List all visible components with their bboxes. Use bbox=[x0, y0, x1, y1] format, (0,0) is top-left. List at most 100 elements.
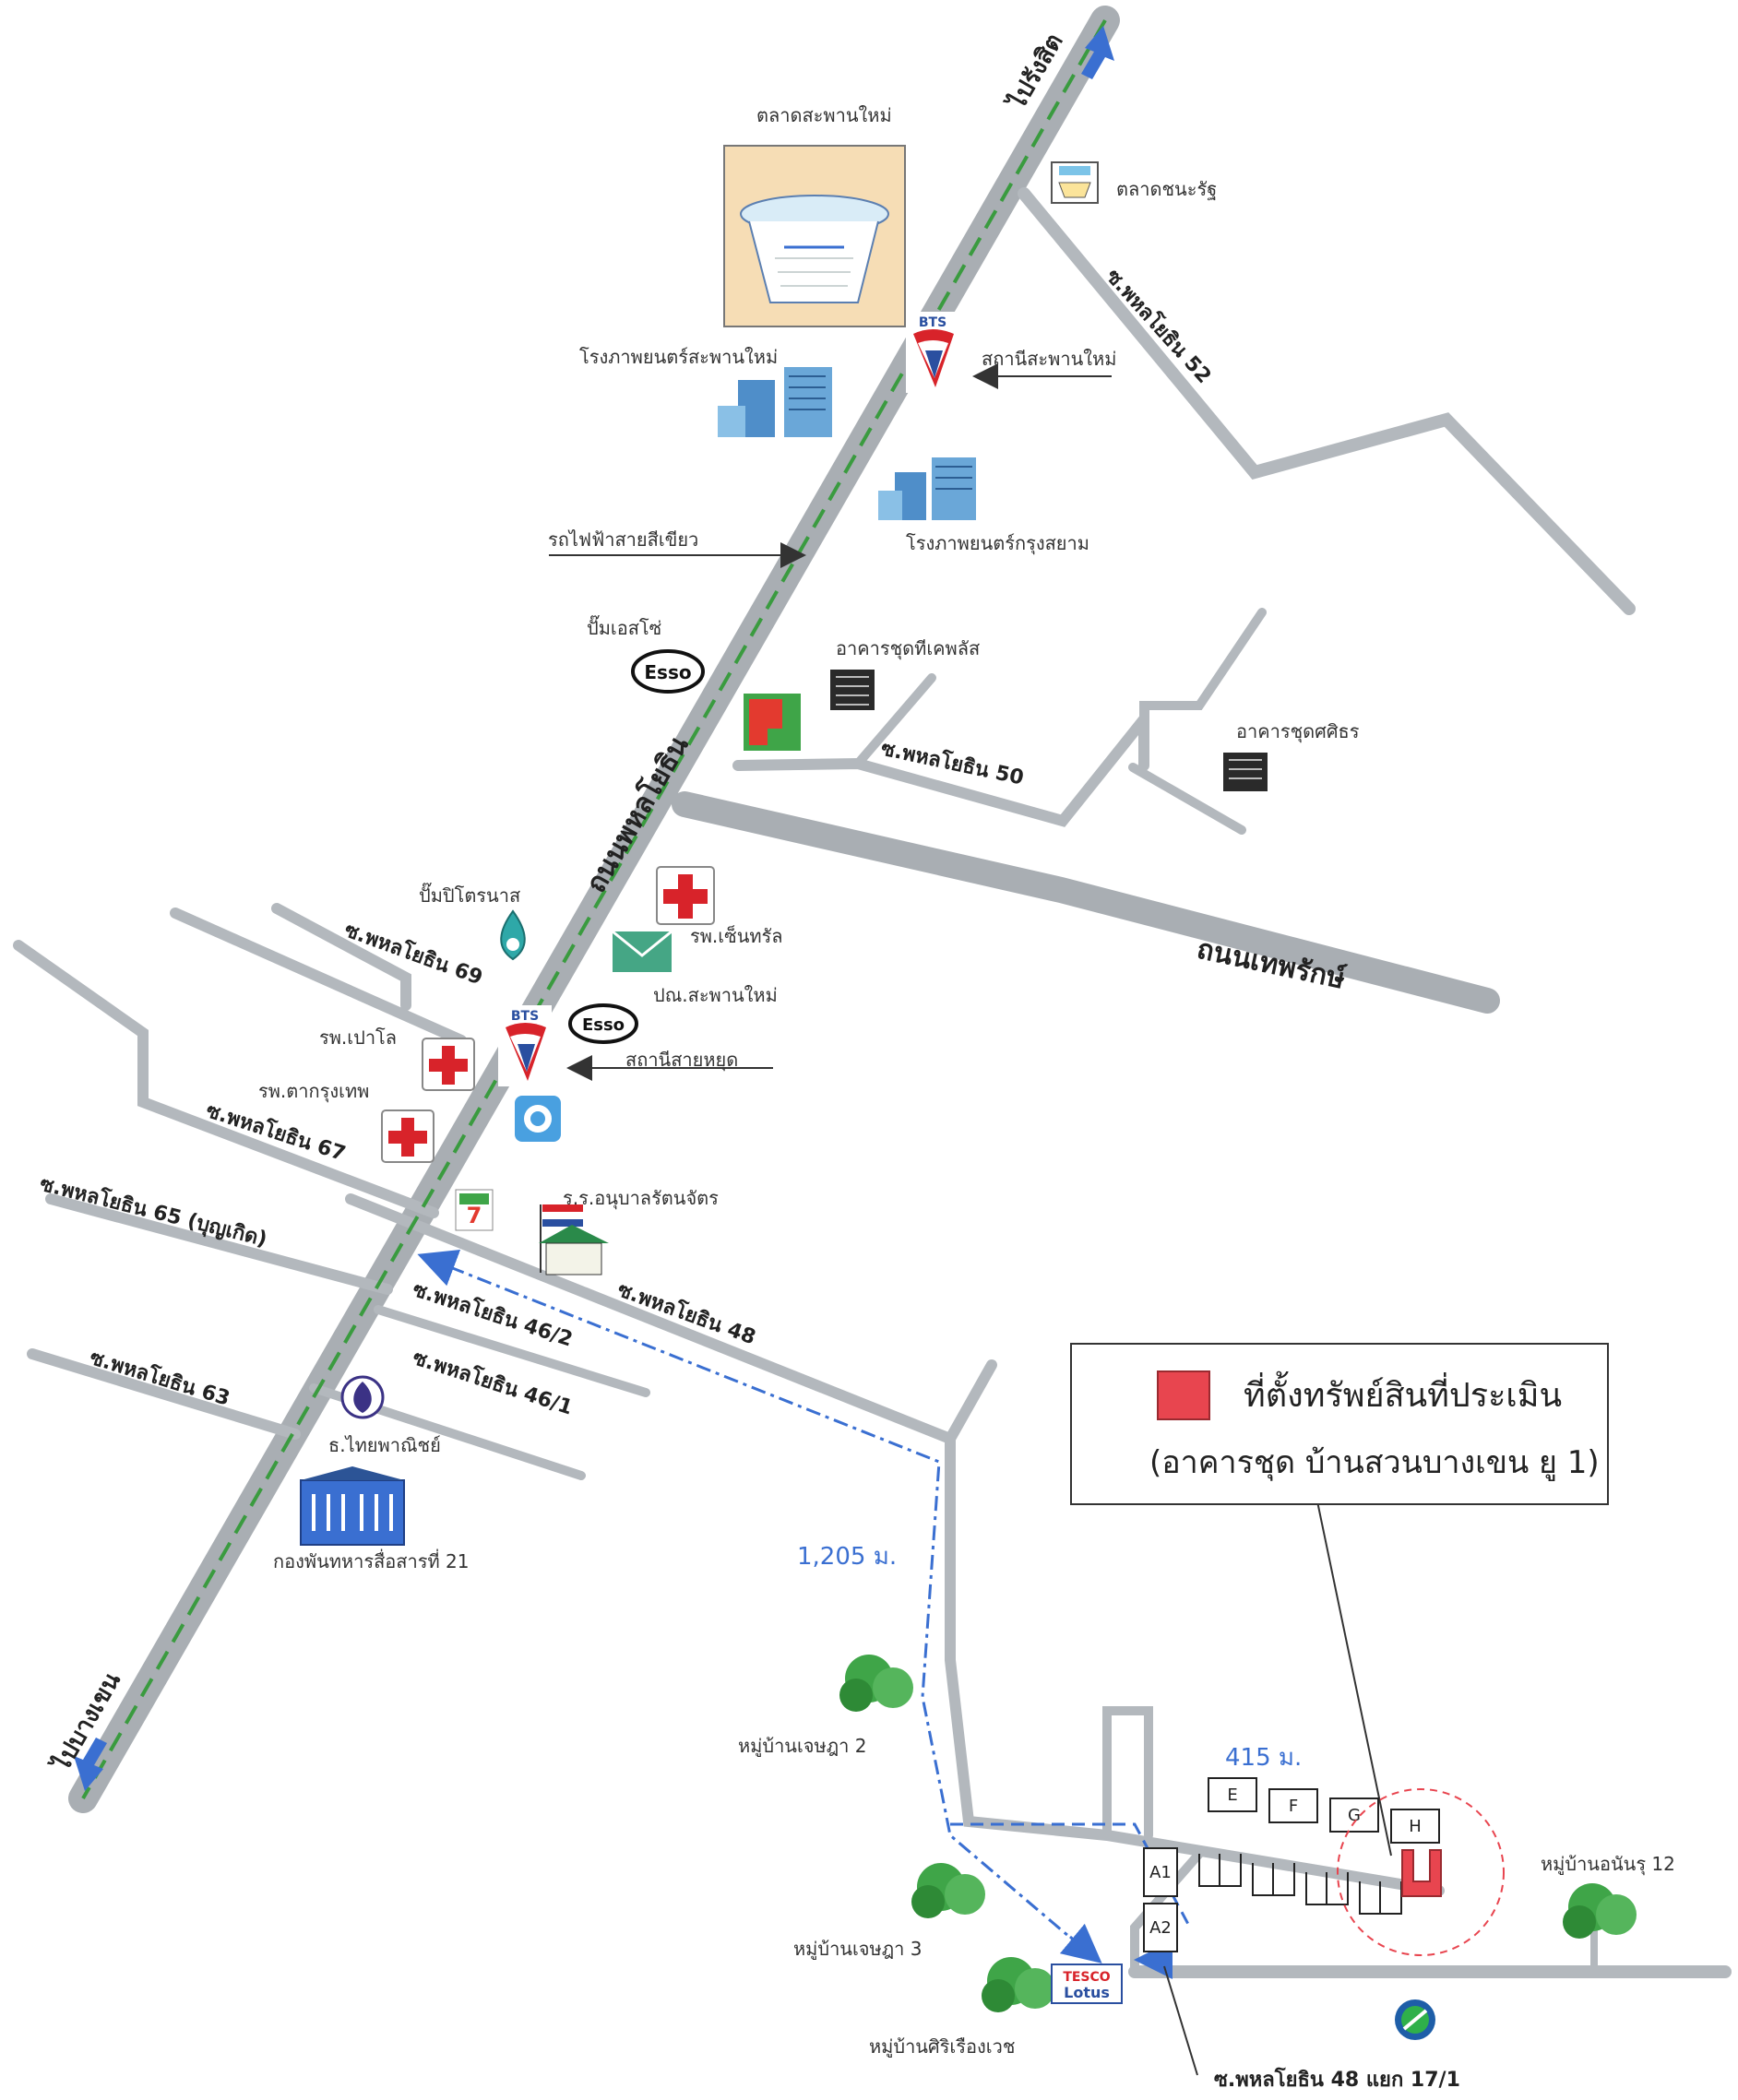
road-soi-52 bbox=[1018, 187, 1636, 615]
pointer-arrows bbox=[549, 363, 1392, 2076]
label-hospital-krung: รพ.ตากรุงเทพ bbox=[258, 1080, 369, 1103]
hospital-krung-icon bbox=[381, 1109, 434, 1163]
label-green-line: รถไฟฟ้าสายสีเขียว bbox=[548, 528, 698, 551]
svg-text:BTS: BTS bbox=[919, 315, 946, 330]
svg-text:BTS: BTS bbox=[511, 1009, 539, 1024]
condo-tk-icon bbox=[830, 670, 875, 710]
pointer-legend bbox=[1316, 1501, 1392, 1857]
label-building-H: H bbox=[1409, 1817, 1422, 1836]
subject-radius-ring bbox=[1337, 1788, 1505, 1956]
label-saihut-station: สถานีสายหยุด bbox=[625, 1049, 738, 1072]
tree-village-2-icon bbox=[839, 1655, 913, 1712]
label-krungsiam-cinema: โรงภาพยนตร์กรุงสยาม bbox=[906, 532, 1089, 555]
school-icon bbox=[539, 1204, 609, 1275]
main-road-arrows bbox=[74, 26, 1114, 1791]
label-soi-48-17-1: ซ.พหลโยธิน 48 แยก 17/1 bbox=[1214, 2067, 1460, 2092]
label-village-3: หมู่บ้านเจษฎา 3 bbox=[793, 1938, 922, 1961]
road-bottom-loop bbox=[1102, 1706, 1153, 1840]
legend-box: ที่ตั้งทรัพย์สินที่ประเมิน (อาคารชุด บ้า… bbox=[1070, 1343, 1609, 1505]
label-scb-bank: ธ.ไทยพาณิชย์ bbox=[328, 1434, 441, 1456]
pointer-soi-48-17-1 bbox=[1163, 1965, 1198, 2076]
road-condo-sathorn bbox=[1139, 608, 1267, 724]
label-soi-46-2: ซ.พหลโยธิน 46/2 bbox=[410, 1276, 576, 1351]
road-soi-67 bbox=[13, 940, 439, 1218]
esso-2-icon: Esso bbox=[568, 1003, 638, 1044]
svg-text:7: 7 bbox=[467, 1203, 482, 1228]
cinema-krungsiam-icon bbox=[878, 457, 976, 520]
svg-text:Esso: Esso bbox=[644, 661, 691, 683]
label-condo-sathorn: อาคารชุดศศิธร bbox=[1236, 720, 1360, 743]
bank-krungthai-icon bbox=[515, 1096, 561, 1142]
bts-saphan-mai-icon: BTS bbox=[906, 312, 959, 393]
tesco-lotus-icon: TESCO Lotus bbox=[1051, 1964, 1123, 2004]
svg-text:Esso: Esso bbox=[582, 1015, 625, 1035]
road-condo-tk bbox=[853, 673, 936, 768]
condo-sathorn-icon bbox=[1223, 753, 1268, 791]
seven-eleven-icon: 7 bbox=[455, 1189, 494, 1231]
label-saphan-mai-station: สถานีสะพานใหม่ bbox=[982, 348, 1116, 370]
route-line bbox=[422, 1254, 1094, 1959]
scb-bank-icon bbox=[340, 1375, 385, 1419]
label-ptt-pump: ปั๊มปิโตรนาส bbox=[419, 882, 520, 907]
label-post-office: ปณ.สะพานใหม่ bbox=[653, 984, 778, 1006]
building-F bbox=[1268, 1788, 1318, 1823]
tree-village-12-icon bbox=[1563, 1883, 1637, 1939]
label-village-siri: หมู่บ้านศิริเรืองเวช bbox=[869, 2035, 1015, 2058]
cinema-saphan-mai-icon bbox=[718, 367, 832, 437]
label-village-12: หมู่บ้านอนันรุ 12 bbox=[1541, 1853, 1675, 1876]
route-line-2 bbox=[950, 1822, 1192, 1928]
road-soi-69 bbox=[170, 908, 467, 1046]
tree-village-3-icon bbox=[911, 1863, 985, 1918]
distance-labels: 1,205 ม. 415 ม. bbox=[797, 1543, 1302, 1772]
label-army-office: กองพันทหารสื่อสารที่ 21 bbox=[273, 1548, 469, 1572]
building-labels: E F G H A1 A2 bbox=[1149, 1786, 1422, 1938]
legend-title: ที่ตั้งทรัพย์สินที่ประเมิน bbox=[1244, 1377, 1563, 1415]
building-A2 bbox=[1143, 1903, 1178, 1952]
post-office-icon bbox=[612, 930, 673, 972]
label-village-2: หมู่บ้านเจษฎา 2 bbox=[738, 1735, 866, 1758]
road-soi-46-2 bbox=[374, 1305, 650, 1397]
label-building-F: F bbox=[1289, 1797, 1298, 1816]
label-kindergarten: ร.ร.อนุบาลรัตนจัตร bbox=[563, 1187, 719, 1210]
legend-subject-swatch bbox=[1157, 1370, 1210, 1420]
label-hospital-paolo: รพ.เปาโล bbox=[319, 1026, 397, 1049]
building-G bbox=[1329, 1797, 1379, 1833]
building-H bbox=[1390, 1809, 1440, 1844]
route-arrow-icon bbox=[417, 1249, 461, 1287]
hospital-paolo-icon bbox=[422, 1038, 475, 1091]
label-soi-50: ซ.พหลโยธิน 50 bbox=[879, 735, 1026, 789]
market-icon bbox=[723, 145, 906, 327]
label-building-G: G bbox=[1348, 1806, 1361, 1825]
label-esso-pump: ปั๊มเอสโซ่ bbox=[587, 614, 661, 639]
label-saphan-mai-cinema: โรงภาพยนตร์สะพานใหม่ bbox=[579, 346, 778, 368]
green-line bbox=[81, 19, 1107, 1799]
label-soi-65: ซ.พหลโยธิน 65 (บุญเกิด) bbox=[37, 1171, 269, 1252]
store-icon bbox=[744, 694, 801, 751]
label-saphan-mai-market: ตลาดสะพานใหม่ bbox=[756, 104, 892, 126]
svg-text:Lotus: Lotus bbox=[1064, 1984, 1110, 2001]
building-A1 bbox=[1143, 1847, 1178, 1897]
route-arrow-2-icon bbox=[1059, 1923, 1102, 1964]
svg-text:TESCO: TESCO bbox=[1063, 1970, 1110, 1985]
project-buildings bbox=[1143, 1777, 1440, 1952]
road-thepharak bbox=[672, 791, 1500, 1014]
building-E bbox=[1208, 1777, 1257, 1812]
legend-subtitle: (อาคารชุด บ้านสวนบางเขน ยู 1) bbox=[1149, 1444, 1600, 1481]
label-building-A2: A2 bbox=[1149, 1918, 1172, 1938]
label-building-A1: A1 bbox=[1149, 1863, 1172, 1882]
road-to-project bbox=[945, 1433, 1445, 1896]
road-soi-65 bbox=[45, 1193, 393, 1295]
road-soi-63 bbox=[27, 1348, 301, 1440]
label-building-E: E bbox=[1227, 1786, 1237, 1805]
petronas-icon bbox=[500, 909, 526, 961]
label-chana-rat-market: ตลาดชนะรัฐ bbox=[1116, 178, 1217, 200]
army-office-icon bbox=[300, 1466, 405, 1546]
hospital-central-icon bbox=[656, 866, 715, 925]
label-condo-tk: อาคารชุดทีเคพลัส bbox=[836, 637, 980, 660]
distance-415: 415 ม. bbox=[1225, 1744, 1302, 1772]
road-soi-50 bbox=[732, 703, 1149, 827]
label-soi-46-1: ซ.พหลโยธิน 46/1 bbox=[410, 1345, 576, 1419]
arrow-to-bangkhen-icon bbox=[74, 1738, 107, 1791]
road-condo-sathorn-2 bbox=[1128, 763, 1246, 835]
label-hospital-central: รพ.เซ็นทรัล bbox=[690, 924, 783, 947]
